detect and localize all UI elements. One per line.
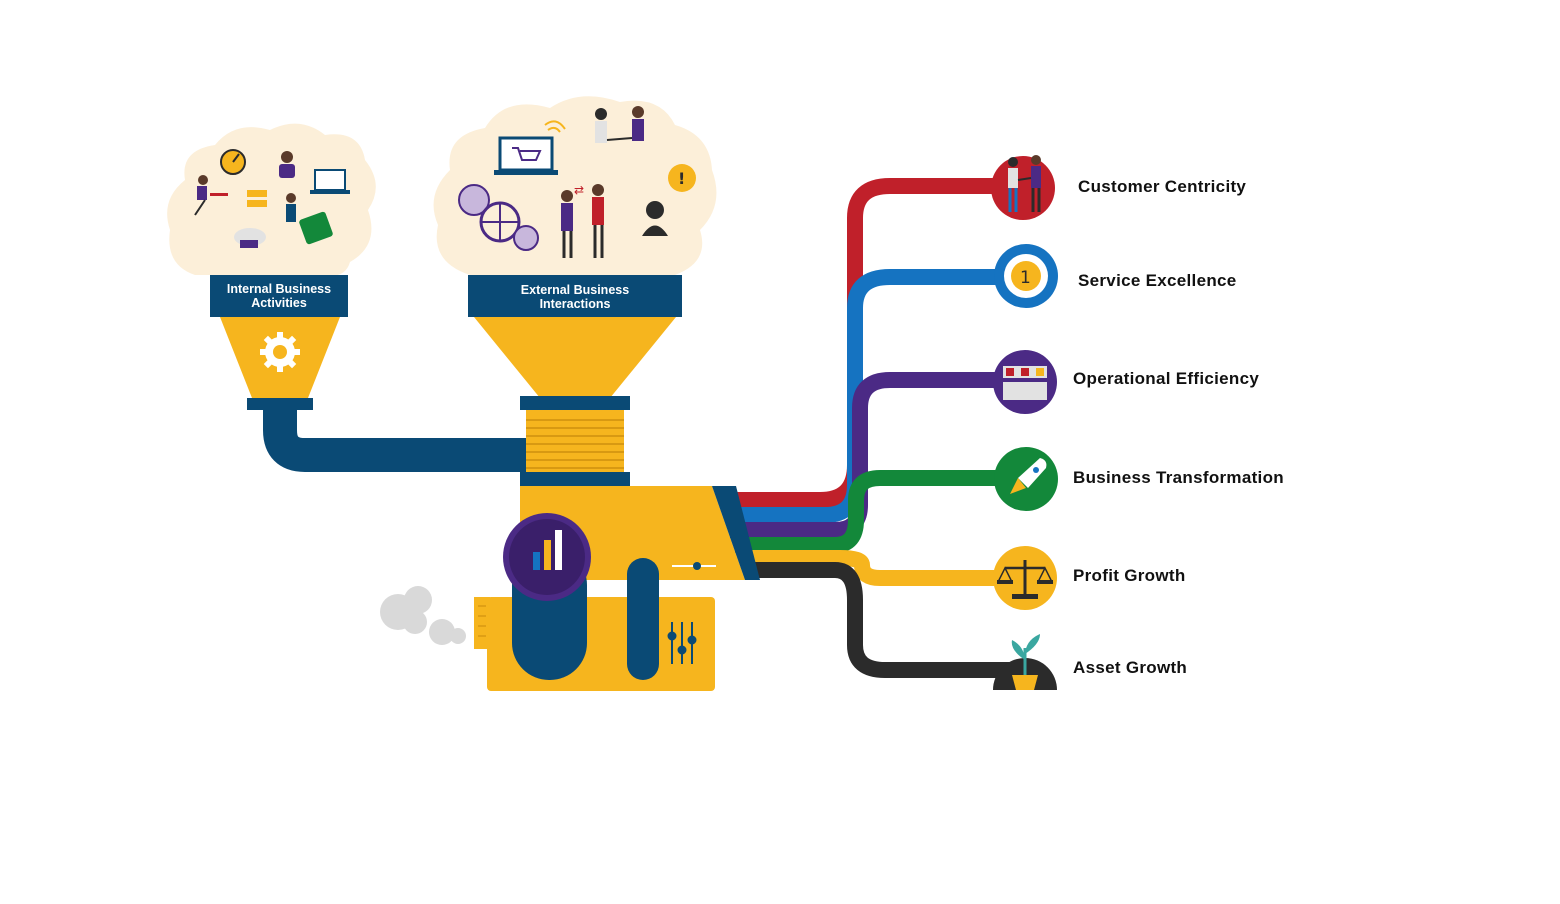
server-icon	[247, 190, 267, 207]
external-funnel: ⇄ !	[433, 96, 717, 486]
outcome-badges: 1	[991, 155, 1058, 690]
scales-icon	[993, 546, 1057, 610]
pipe-asset-growth	[745, 562, 1010, 678]
external-funnel-collar	[520, 396, 630, 410]
avatar-globe-icon	[458, 184, 539, 251]
factory-icon	[993, 350, 1057, 414]
cart-worker-icon	[286, 193, 333, 245]
processing-machine	[380, 486, 760, 691]
outcome-label-business-transformation: Business Transformation	[1073, 468, 1284, 487]
svg-text:!: !	[678, 169, 685, 188]
support-agent-icon: !	[642, 164, 696, 236]
pipe-operational-efficiency	[730, 372, 1010, 538]
external-funnel-cone	[474, 317, 676, 398]
svg-text:⇄: ⇄	[574, 183, 584, 197]
internal-funnel	[167, 123, 376, 398]
svg-text:1: 1	[1020, 268, 1031, 288]
plant-icon	[993, 634, 1057, 690]
exchange-people-icon: ⇄	[561, 183, 604, 258]
outcome-label-service-excellence: Service Excellence	[1078, 271, 1237, 290]
outcome-label-operational-efficiency: Operational Efficiency	[1073, 369, 1260, 388]
wifi-icon	[544, 120, 566, 133]
output-pipes	[730, 178, 1010, 678]
shopping-laptop-icon	[494, 136, 558, 175]
control-sliders-icon	[667, 622, 697, 664]
handshake-people-icon	[595, 106, 644, 143]
external-label-band	[468, 275, 682, 317]
pipe-profit-growth	[740, 550, 1010, 586]
funnel-coil	[520, 410, 630, 486]
clock-icon	[220, 149, 246, 175]
cloud-server-icon	[234, 228, 266, 248]
medal-icon: 1	[994, 244, 1058, 308]
desk-worker-icon	[194, 175, 228, 216]
input-pipe	[247, 398, 545, 472]
internal-label-band	[210, 275, 348, 317]
external-funnel-label: External Business Interactions	[520, 283, 630, 311]
outcome-label-asset-growth: Asset Growth	[1073, 658, 1188, 677]
pipe-customer-centricity	[730, 178, 1010, 508]
gear-icon	[260, 332, 300, 372]
machine-tank-right	[627, 558, 659, 680]
laptop-icon	[310, 169, 350, 194]
exhaust-smoke-icon	[380, 586, 466, 645]
pipe-business-transformation	[735, 470, 1010, 553]
handshake-icon	[991, 155, 1055, 220]
outcome-label-customer-centricity: Customer Centricity	[1078, 177, 1247, 196]
chart-icon	[503, 513, 591, 601]
internal-funnel-label: Internal Business Activities	[226, 282, 332, 310]
rocket-icon	[994, 447, 1058, 511]
outcome-label-profit-growth: Profit Growth	[1073, 566, 1186, 585]
person-icon	[279, 151, 295, 178]
